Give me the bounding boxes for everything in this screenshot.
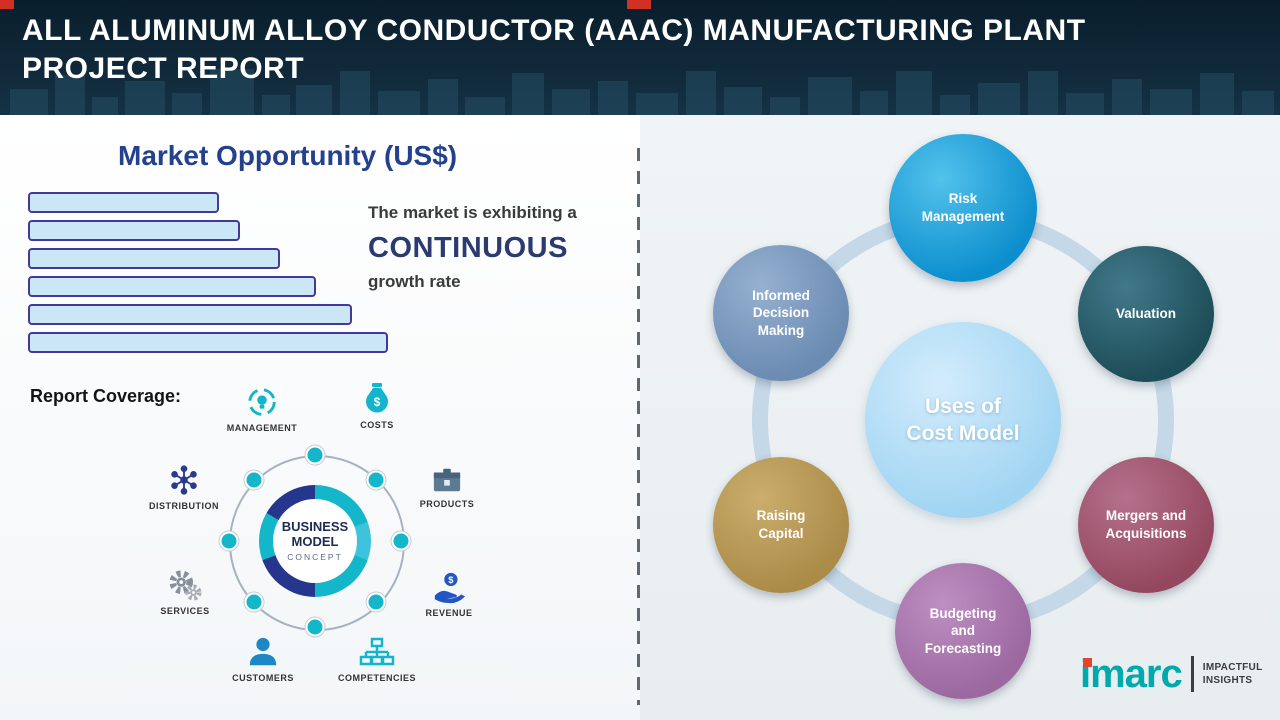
logo-tagline-line1: IMPACTFUL (1202, 662, 1263, 673)
market-bar (28, 332, 388, 353)
bm-item-products: PRODUCTS (402, 465, 492, 509)
bm-item-label: PRODUCTS (419, 499, 475, 509)
market-bar (28, 220, 241, 241)
header-banner: ALL ALUMINUM ALLOY CONDUCTOR (AAAC) MANU… (0, 0, 1280, 115)
imarc-red-dot (1083, 658, 1092, 667)
market-bar (28, 248, 280, 269)
cost-model-center-label: Uses of Cost Model (906, 394, 1020, 445)
satellite-informed-decision-making: Informed Decision Making (713, 245, 849, 381)
imarc-wordmark-text: imarc (1080, 652, 1183, 696)
market-bar (28, 276, 316, 297)
bm-item-label: SERVICES (160, 606, 210, 616)
svg-text:$: $ (448, 575, 454, 586)
dashed-divider (637, 148, 640, 705)
logo-tagline: IMPACTFUL INSIGHTS (1203, 661, 1263, 687)
org-chart-icon (359, 637, 395, 666)
person-icon (249, 637, 277, 666)
ring-node-dot (219, 531, 239, 551)
satellite-budgeting-forecasting: Budgeting and Forecasting (895, 563, 1031, 699)
satellite-label: Raising Capital (756, 508, 806, 541)
satellite-mergers-acquisitions: Mergers and Acquisitions (1078, 457, 1214, 593)
satellite-valuation: Valuation (1078, 246, 1214, 382)
cost-model-center-circle: Uses of Cost Model (865, 322, 1061, 518)
bm-center-line2: MODEL (291, 534, 339, 549)
ring-node-dot (366, 470, 386, 490)
growth-statement: The market is exhibiting a CONTINUOUS gr… (368, 203, 633, 292)
bm-item-customers: CUSTOMERS (218, 635, 308, 683)
satellite-label: Budgeting and Forecasting (924, 605, 1002, 656)
management-recycle-bulb-icon (248, 388, 276, 416)
red-accent-mid (627, 0, 651, 9)
product-box-icon (433, 468, 461, 492)
satellite-label: Risk Management (921, 191, 1005, 224)
ring-node-dot (244, 470, 264, 490)
logo-tagline-line2: INSIGHTS (1202, 675, 1253, 686)
ring-node-dot (391, 531, 411, 551)
bm-item-services: SERVICES (140, 568, 230, 616)
red-accent-left (0, 0, 14, 9)
ring-node-dot (305, 445, 325, 465)
svg-text:$: $ (374, 395, 381, 409)
imarc-wordmark: imarc (1080, 652, 1183, 696)
bm-item-label: REVENUE (425, 608, 473, 618)
bm-item-costs: $ COSTS (332, 382, 422, 430)
market-opportunity-title: Market Opportunity (US$) (118, 140, 458, 171)
bm-center-line3: CONCEPT (287, 551, 343, 562)
imarc-logo: imarc IMPACTFUL INSIGHTS (1080, 654, 1262, 694)
bm-item-revenue: $ REVENUE (404, 570, 494, 618)
market-opportunity-chart (28, 192, 408, 360)
network-nodes-icon (171, 465, 197, 495)
bm-item-competencies: COMPETENCIES (332, 637, 422, 683)
market-bar (28, 192, 219, 213)
money-bag-icon: $ (366, 383, 388, 413)
bm-item-label: DISTRIBUTION (149, 501, 219, 511)
page-title: ALL ALUMINUM ALLOY CONDUCTOR (AAAC) MANU… (22, 14, 1086, 85)
gears-icon (169, 570, 202, 601)
city-skyline-graphic (10, 69, 1274, 115)
bm-item-label: CUSTOMERS (232, 673, 294, 683)
bm-center-line1: BUSINESS (281, 519, 349, 535)
bm-item-label: MANAGEMENT (226, 423, 298, 433)
market-bar (28, 304, 352, 325)
ring-node-dot (366, 592, 386, 612)
ring-node-dot (305, 617, 325, 637)
logo-divider (1190, 656, 1194, 692)
satellite-raising-capital: Raising Capital (713, 457, 849, 593)
growth-line3: growth rate (368, 272, 461, 291)
bm-item-label: COMPETENCIES (337, 673, 416, 683)
bm-item-management: MANAGEMENT (217, 385, 307, 433)
satellite-label: Valuation (1115, 306, 1176, 322)
satellite-label: Mergers and Acquisitions (1105, 508, 1187, 541)
growth-line1: The market is exhibiting a (368, 203, 577, 222)
satellite-label: Informed Decision Making (752, 287, 810, 338)
bm-item-label: COSTS (360, 420, 394, 430)
ring-node-dot (244, 592, 264, 612)
bm-item-distribution: DISTRIBUTION (139, 463, 229, 511)
growth-line2: CONTINUOUS (368, 232, 568, 264)
satellite-risk-management: Risk Management (889, 134, 1037, 282)
hand-coin-icon: $ (434, 572, 466, 604)
business-model-center: BUSINESS MODEL CONCEPT (273, 499, 357, 583)
report-coverage-label: Report Coverage: (30, 386, 182, 406)
